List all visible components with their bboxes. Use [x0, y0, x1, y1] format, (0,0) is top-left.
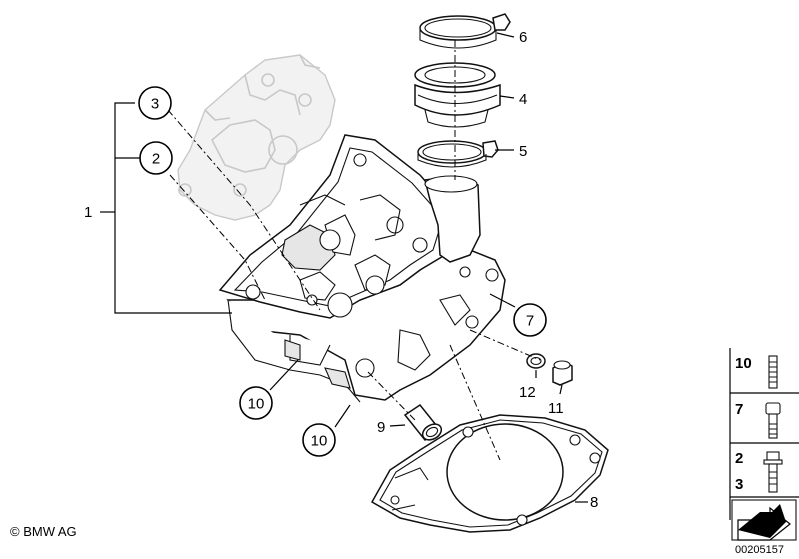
copyright-text: © BMW AG	[10, 524, 77, 539]
callout-10-bottom-label: 10	[311, 433, 328, 450]
callout-2-label: 2	[152, 151, 160, 168]
callout-3-label: 3	[151, 96, 159, 113]
label-1: 1	[84, 204, 92, 221]
label-5: 5	[519, 143, 527, 160]
assembly-axis-gasket	[449, 344, 501, 461]
doc-number: 00205157	[735, 544, 784, 556]
label-12: 12	[519, 384, 536, 401]
callout-3: 3	[138, 86, 172, 120]
callout-10-top-label: 10	[248, 396, 265, 413]
intake-rubber-4	[414, 62, 501, 128]
flange-bolt-icon	[763, 451, 783, 493]
callout-10-top: 10	[239, 386, 273, 420]
hose-clamp-5	[417, 140, 499, 168]
cylinder-head	[218, 134, 506, 403]
legend-label-3: 3	[735, 476, 743, 493]
sleeve-9	[403, 403, 443, 442]
label-4: 4	[519, 91, 527, 108]
legend-label-10: 10	[735, 355, 752, 372]
label-8: 8	[590, 494, 598, 511]
label-9: 9	[377, 419, 385, 436]
o-ring-12	[526, 353, 546, 369]
screw-plug-11	[552, 360, 573, 386]
callout-7-label: 7	[526, 313, 534, 330]
legend-label-2: 2	[735, 450, 743, 467]
hose-clamp-6	[419, 13, 511, 49]
bolt-axis-3	[167, 109, 321, 311]
assembly-axis-plug	[469, 329, 541, 361]
callout-10-bottom: 10	[302, 423, 336, 457]
legend-panel: 10 7 2 3	[729, 348, 799, 541]
assembly-axis-sleeve	[367, 371, 416, 421]
label-6: 6	[519, 29, 527, 46]
ghost-cylinder-head	[177, 54, 336, 221]
cylinder-head-gasket-8	[370, 414, 609, 533]
leader-lines	[100, 32, 588, 503]
arrow-icon	[731, 499, 797, 541]
label-11: 11	[548, 400, 564, 417]
callout-7: 7	[513, 303, 547, 337]
callout-2: 2	[139, 141, 173, 175]
socket-bolt-icon	[765, 402, 781, 439]
stud-bolt-icon	[768, 355, 778, 389]
legend-label-7: 7	[735, 401, 743, 418]
